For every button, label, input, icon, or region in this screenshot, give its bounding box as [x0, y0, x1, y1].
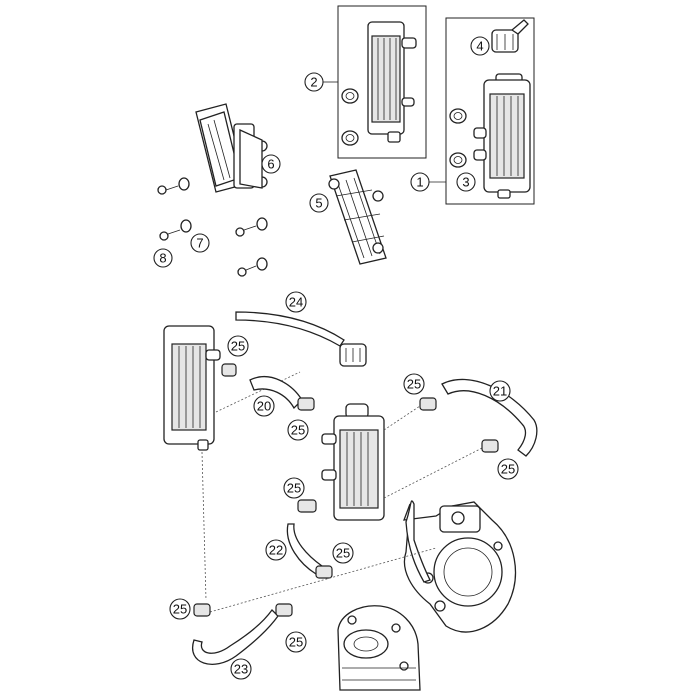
callout-25-d: 25	[497, 458, 519, 480]
svg-text:25: 25	[289, 635, 303, 650]
svg-text:7: 7	[196, 236, 203, 251]
overflow-hose	[235, 311, 367, 367]
svg-text:8: 8	[159, 251, 166, 266]
callout-25-a: 25	[227, 335, 249, 357]
radiator-guard-right	[328, 169, 387, 265]
screws-and-washers	[157, 177, 268, 277]
callout-8: 8	[153, 248, 173, 268]
callout-25-g: 25	[169, 598, 191, 620]
hose-23	[191, 603, 293, 665]
callout-25-b: 25	[287, 419, 309, 441]
callout-25-f: 25	[332, 542, 354, 564]
svg-text:25: 25	[287, 481, 301, 496]
svg-text:25: 25	[173, 602, 187, 617]
svg-text:3: 3	[462, 175, 469, 190]
callout-25-h: 25	[285, 631, 307, 653]
svg-text:23: 23	[234, 662, 248, 677]
hose-22	[286, 499, 333, 579]
radiator-set-right-box	[445, 17, 535, 205]
callout-25-c: 25	[403, 373, 425, 395]
svg-text:4: 4	[476, 39, 483, 54]
callout-3: 3	[456, 172, 476, 192]
cylinder-head	[337, 605, 421, 691]
svg-text:25: 25	[291, 423, 305, 438]
callout-1: 1	[410, 172, 430, 192]
callout-5: 5	[309, 193, 329, 213]
svg-text:25: 25	[231, 339, 245, 354]
engine-crankcase	[403, 500, 516, 633]
callout-25-e: 25	[283, 477, 305, 499]
svg-text:6: 6	[267, 157, 274, 172]
svg-text:25: 25	[336, 546, 350, 561]
svg-text:25: 25	[407, 377, 421, 392]
radiator-guard-left	[195, 103, 268, 193]
callout-20: 20	[253, 395, 275, 417]
svg-text:1: 1	[416, 175, 423, 190]
callout-7: 7	[190, 233, 210, 253]
svg-text:24: 24	[289, 295, 303, 310]
radiator-set-left-box	[337, 5, 427, 159]
svg-text:22: 22	[269, 543, 283, 558]
radiator-left-assembled	[163, 325, 221, 451]
svg-text:21: 21	[493, 384, 507, 399]
callout-4: 4	[470, 36, 490, 56]
callout-2: 2	[304, 72, 324, 92]
hose-21	[419, 378, 538, 457]
callout-21: 21	[489, 380, 511, 402]
callout-23: 23	[230, 658, 252, 680]
callout-22: 22	[265, 539, 287, 561]
hose-20	[221, 363, 315, 411]
callout-6: 6	[261, 154, 281, 174]
svg-text:2: 2	[310, 75, 317, 90]
radiator-right-assembled	[321, 403, 385, 521]
svg-text:20: 20	[257, 399, 271, 414]
callout-24: 24	[285, 291, 307, 313]
svg-text:5: 5	[315, 196, 322, 211]
svg-text:25: 25	[501, 462, 515, 477]
